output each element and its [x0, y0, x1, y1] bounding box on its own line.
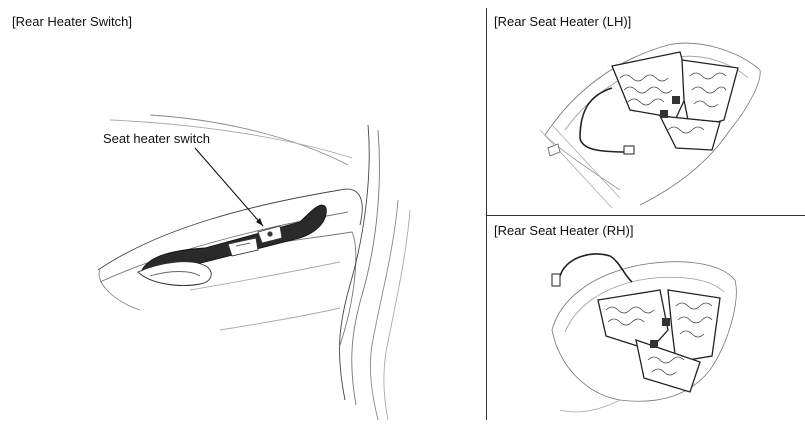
vertical-divider: [486, 8, 487, 420]
title-rear-heater-switch: [Rear Heater Switch]: [12, 14, 132, 29]
seat-heater-switch-label: Seat heater switch: [103, 131, 210, 146]
title-rear-seat-heater-rh: [Rear Seat Heater (RH)]: [494, 223, 634, 238]
door-trim-illustration: [97, 114, 411, 421]
title-rear-seat-heater-lh: [Rear Seat Heater (LH)]: [494, 14, 632, 29]
horizontal-divider: [486, 215, 805, 216]
